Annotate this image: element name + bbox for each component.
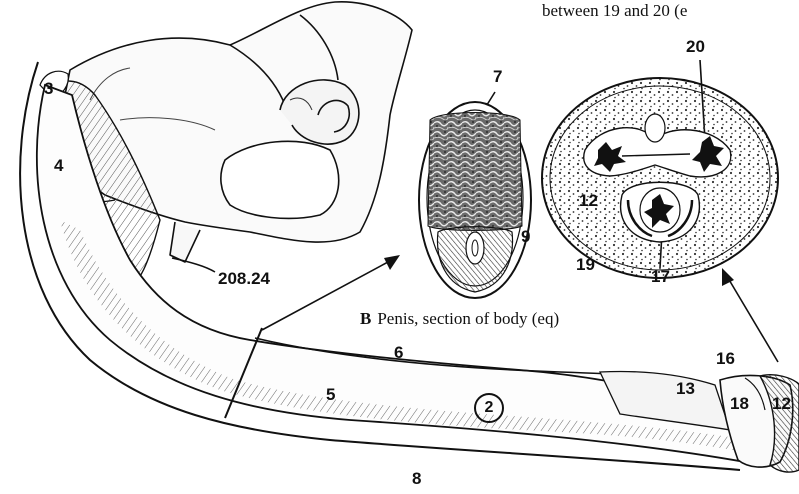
label-208-24: 208.24	[218, 270, 270, 287]
label-7: 7	[493, 68, 502, 85]
label-6: 6	[394, 344, 403, 361]
label-5: 5	[326, 386, 335, 403]
label-9: 9	[521, 228, 530, 245]
label-3: 3	[44, 80, 53, 97]
section-b-title: Penis, section of body (eq)	[377, 309, 559, 328]
section-b-caption: B Penis, section of body (eq)	[360, 310, 559, 327]
label-12-glans: 12	[772, 395, 791, 412]
top-caption: between 19 and 20 (e	[542, 2, 687, 19]
label-4: 4	[54, 157, 63, 174]
label-13: 13	[676, 380, 695, 397]
label-18: 18	[730, 395, 749, 412]
section-b-letter: B	[360, 309, 371, 328]
label-12-section: 12	[579, 192, 598, 209]
section-b-drawing	[419, 102, 531, 298]
label-2-circled: 2	[474, 393, 504, 423]
label-19: 19	[576, 256, 595, 273]
section-glans-drawing	[542, 78, 778, 278]
label-16: 16	[716, 350, 735, 367]
label-17: 17	[651, 268, 670, 285]
label-8: 8	[412, 470, 421, 487]
label-20: 20	[686, 38, 705, 55]
